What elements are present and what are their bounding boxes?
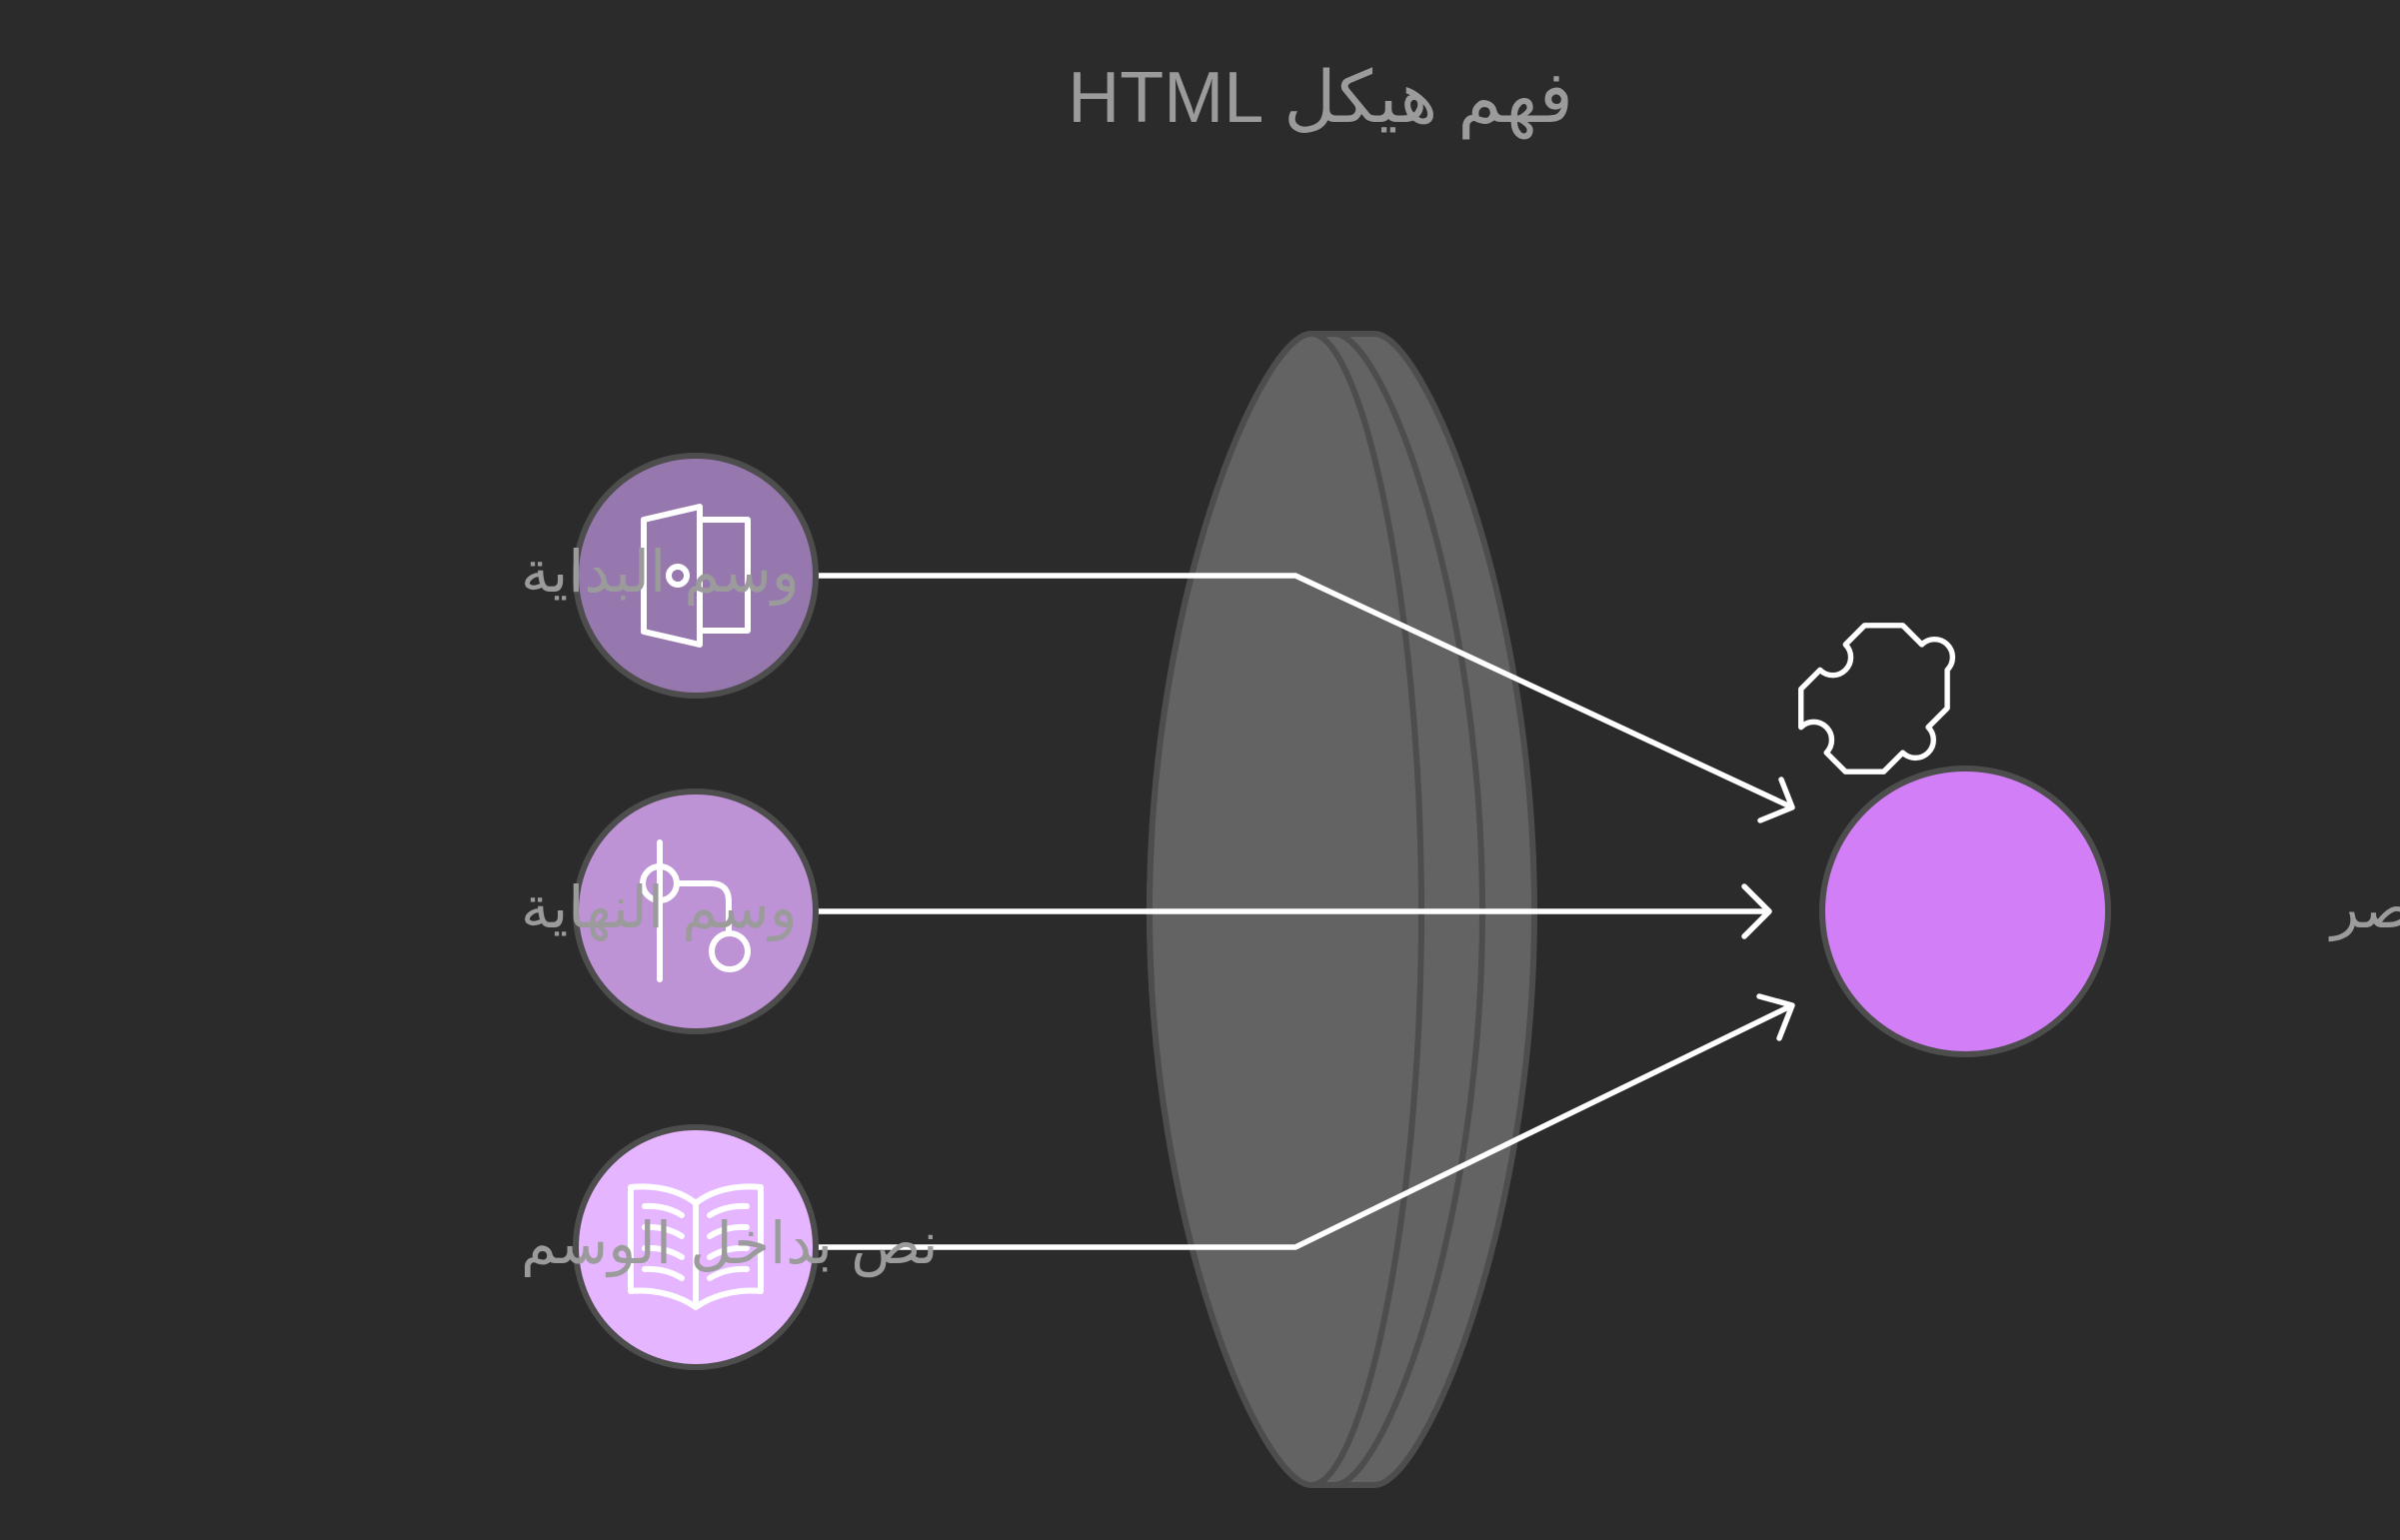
input-node-inner-text: نص بداخل الوسم [521,1124,939,1370]
output-node-element: عنصر [1798,623,2400,1057]
door-open-icon [641,504,751,648]
arrow-head-inner-text [1756,993,1795,1041]
open-book-icon [628,1183,764,1310]
diagram-title: فهم هيكل HTML [1068,58,1573,140]
end-tag-label: وسم النهاية [521,873,798,942]
connectors [818,573,1795,1250]
inner-text-label: نص بداخل الوسم [521,1209,939,1278]
connector-inner-text [818,1002,1794,1250]
start-tag-label: وسم البداية [521,538,800,607]
git-branch-icon [640,839,751,982]
input-node-end-tag: وسم النهاية [521,788,819,1034]
element-circle [1819,766,2111,1057]
arrow-head-end-tag [1741,883,1772,939]
connector-start-tag [818,573,1794,810]
end-tag-circle [573,788,819,1034]
element-label: عنصر [2328,873,2400,942]
arrow-head-start-tag [1757,776,1795,823]
puzzle-piece-icon [1798,623,1956,774]
start-tag-circle [573,453,819,699]
input-node-start-tag: وسم البداية [521,453,819,699]
